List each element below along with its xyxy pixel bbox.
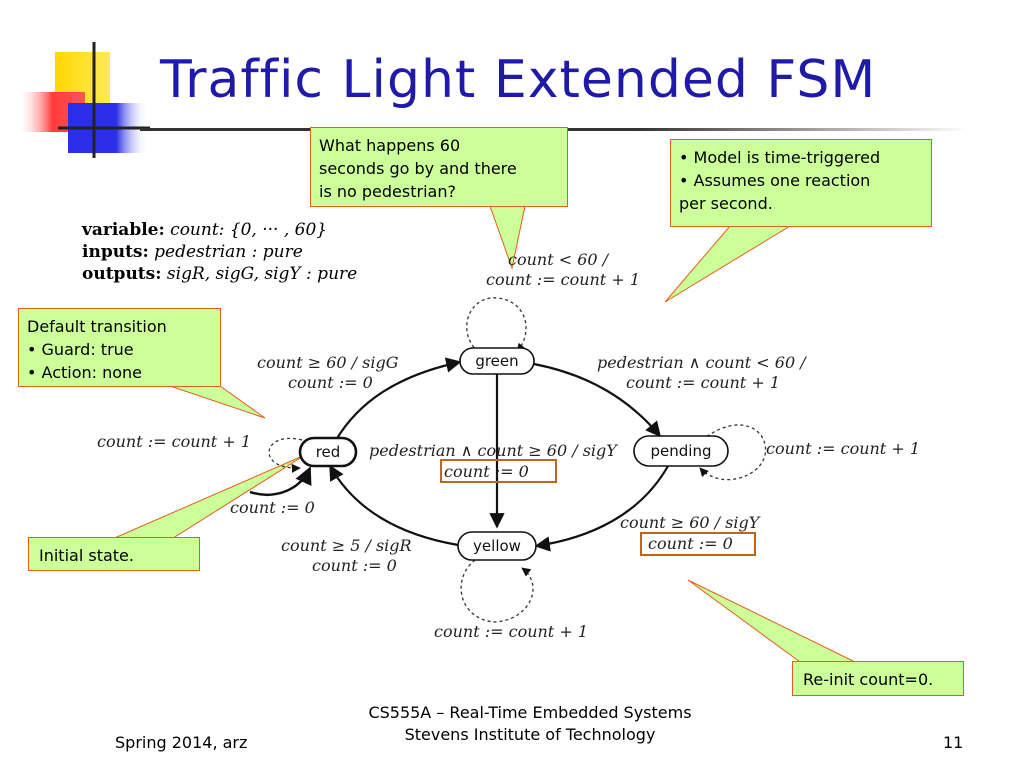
question-callout-line1: What happens 60 (319, 136, 461, 155)
yellow-self-loop (460, 559, 534, 623)
yellow-to-red-arrow (329, 464, 459, 547)
green-to-pending-guard: pedestrian ∧ count < 60 / (597, 353, 807, 372)
initial-arrow (249, 466, 312, 496)
model-callout-line3: per second. (679, 194, 773, 214)
slide-title: Traffic Light Extended FSM (160, 50, 877, 110)
red-to-green-arrow (335, 357, 462, 441)
default-transition-callout: Default transition • Guard: true • Actio… (18, 308, 221, 387)
variable-value: count: {0, ··· , 60} (170, 220, 328, 240)
state-yellow (457, 531, 537, 561)
pending-self-action: count := count + 1 (766, 439, 920, 458)
pending-to-yellow-arrow (534, 465, 669, 552)
logo-graphic (20, 42, 150, 158)
highlight-pending-to-yellow-action (640, 532, 756, 556)
state-green-label: green (475, 352, 518, 370)
model-callout-pointer (664, 225, 792, 303)
reinit-callout-text: Re-init count=0. (803, 670, 934, 689)
page-number: 11 (943, 733, 964, 752)
red-self-action: count := count + 1 (97, 432, 251, 451)
question-callout-line3: is no pedestrian? (319, 182, 456, 202)
yellow-self-action: count := count + 1 (434, 622, 588, 641)
inputs-value: pedestrian : pure (154, 242, 303, 263)
green-self-loop (466, 297, 527, 353)
green-self-guard: count < 60 / (508, 250, 610, 269)
question-callout: What happens 60 seconds go by and there … (310, 127, 568, 207)
footer-left: Spring 2014, arz (115, 733, 248, 752)
footer-center-line2: Stevens Institute of Technology (404, 725, 656, 745)
default-callout-line3: • Action: none (27, 363, 143, 383)
default-callout-line2: • Guard: true (27, 340, 134, 360)
green-to-yellow-action: count := 0 (444, 462, 529, 481)
state-pending-label: pending (651, 442, 712, 460)
highlight-green-to-yellow-action (440, 459, 557, 483)
model-callout: • Model is time-triggered • Assumes one … (670, 139, 932, 227)
state-yellow-label: yellow (473, 537, 521, 555)
outputs-key: outputs: (82, 264, 162, 285)
footer-center: CS555A – Real-Time Embedded Systems Stev… (330, 702, 730, 747)
outputs-value: sigR, sigG, sigY : pure (166, 264, 358, 285)
red-self-loop (268, 437, 303, 473)
state-red-label: red (316, 443, 341, 461)
initial-action: count := 0 (230, 498, 315, 517)
initial-callout-text: Initial state. (39, 546, 134, 565)
pending-self-loop (699, 424, 767, 481)
red-to-green-action: count := 0 (288, 373, 373, 392)
variable-key: variable: (82, 220, 165, 240)
footer-center-line1: CS555A – Real-Time Embedded Systems (368, 703, 692, 722)
question-callout-line2: seconds go by and there (319, 159, 517, 179)
green-to-pending-action: count := count + 1 (626, 373, 780, 392)
pending-to-yellow-action: count := 0 (648, 534, 733, 553)
green-to-pending-arrow (533, 362, 661, 438)
yellow-to-red-action: count := 0 (312, 556, 397, 575)
initial-state-callout: Initial state. (28, 537, 200, 571)
model-callout-line1: • Model is time-triggered (679, 148, 881, 167)
yellow-to-red-guard: count ≥ 5 / sigR (281, 536, 412, 555)
default-callout-pointer (169, 385, 266, 419)
green-to-yellow-guard: pedestrian ∧ count ≥ 60 / sigY (369, 441, 618, 460)
reinit-callout-pointer (687, 579, 856, 663)
state-pending (633, 435, 729, 467)
state-green (459, 347, 535, 375)
declarations-block: variable: count: {0, ··· , 60} inputs: p… (82, 219, 357, 285)
pending-to-yellow-guard: count ≥ 60 / sigY (620, 513, 761, 532)
reinit-callout: Re-init count=0. (792, 661, 964, 696)
state-red (298, 436, 358, 468)
model-callout-line2: • Assumes one reaction (679, 171, 871, 191)
inputs-key: inputs: (82, 242, 149, 263)
default-callout-line1: Default transition (27, 317, 167, 336)
red-to-green-guard: count ≥ 60 / sigG (257, 353, 399, 372)
green-self-action: count := count + 1 (486, 270, 640, 289)
